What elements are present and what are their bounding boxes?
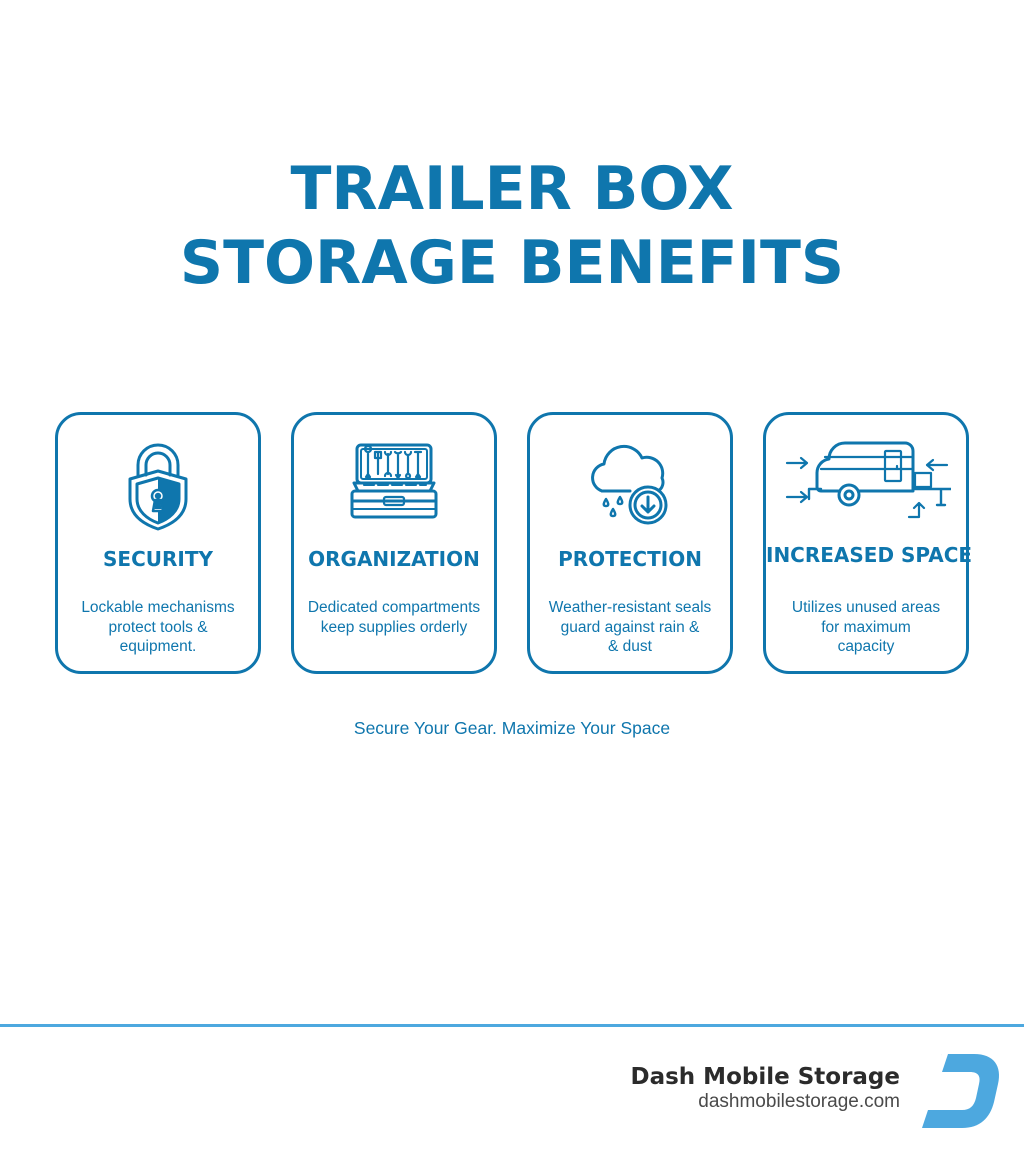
card-desc-line: Utilizes unused areas [791, 599, 941, 616]
card-security: SECURITY Lockable mechanisms protect too… [55, 412, 261, 674]
card-organization: ORGANIZATION Dedicated compartments keep… [291, 412, 497, 674]
footer-divider [0, 1024, 1024, 1027]
benefit-cards: SECURITY Lockable mechanisms protect too… [55, 412, 973, 674]
card-desc-line: capacity [837, 638, 895, 655]
shield-lock-icon [58, 433, 258, 533]
card-description: Lockable mechanisms protect tools & equi… [68, 598, 248, 657]
card-desc-line: & dust [608, 638, 652, 655]
card-desc-line: for maximum [821, 618, 911, 636]
card-heading: ORGANIZATION [308, 547, 480, 571]
toolbox-icon [294, 433, 494, 533]
card-desc-line: Lockable mechanisms [81, 599, 235, 616]
tagline: Secure Your Gear. Maximize Your Space [353, 718, 671, 738]
weather-cloud-icon [530, 433, 730, 533]
card-desc-line: equipment. [119, 638, 197, 655]
card-increased-space: INCREASED SPACE Utilizes unused areas fo… [763, 412, 973, 674]
card-description: Utilizes unused areas for maximum capaci… [776, 598, 956, 657]
page-title-line-1: TRAILER BOX [290, 154, 734, 224]
card-heading: PROTECTION [558, 547, 702, 571]
card-desc-line: guard against rain & [560, 618, 700, 636]
card-heading: INCREASED SPACE [766, 543, 973, 567]
brand-name: Dash Mobile Storage [630, 1064, 901, 1090]
page-title: TRAILER BOX STORAGE BENEFITS [0, 152, 1024, 300]
card-description: Weather-resistant seals guard against ra… [540, 598, 720, 657]
card-desc-line: keep supplies orderly [320, 618, 468, 636]
dash-d-logo-icon [918, 1052, 1002, 1130]
brand-url[interactable]: dashmobilestorage.com [698, 1091, 900, 1112]
page-title-line-2: STORAGE BENEFITS [179, 228, 845, 298]
card-protection: PROTECTION Weather-resistant seals guard… [527, 412, 733, 674]
card-description: Dedicated compartments keep supplies ord… [304, 598, 484, 637]
trailer-space-icon [766, 433, 966, 533]
card-desc-line: Dedicated compartments [307, 599, 481, 616]
card-desc-line: protect tools & [108, 618, 208, 636]
card-desc-line: Weather-resistant seals [548, 599, 712, 616]
card-heading: SECURITY [103, 547, 213, 571]
